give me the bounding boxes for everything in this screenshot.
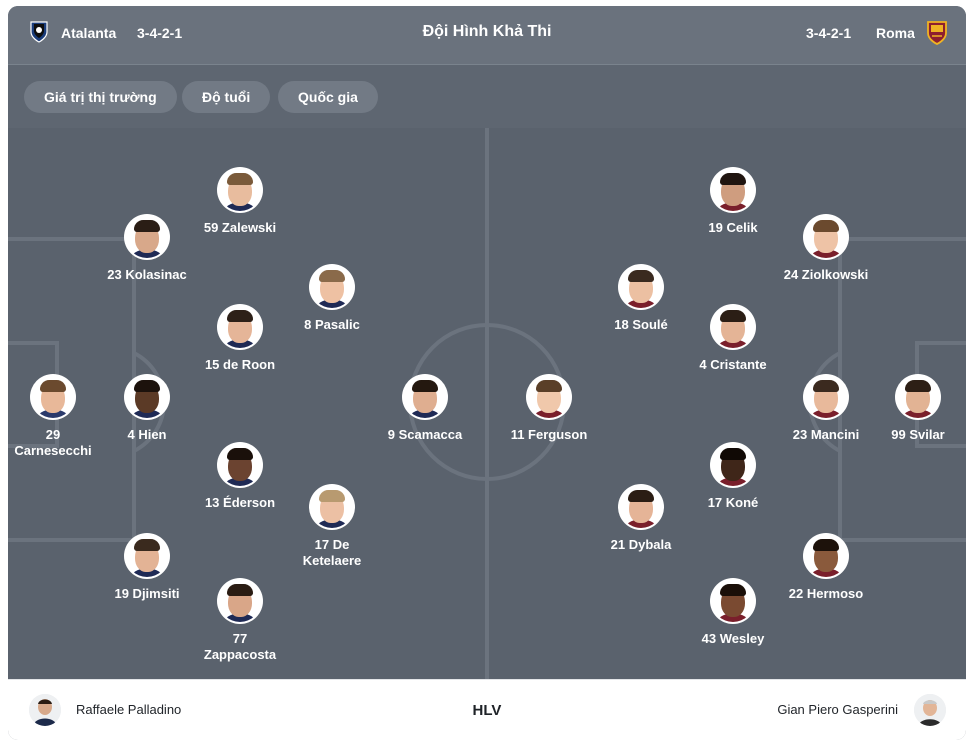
away-team-name: Roma bbox=[876, 25, 915, 41]
away-player[interactable]: 19 Celik bbox=[673, 169, 793, 236]
away-coach-avatar bbox=[914, 694, 946, 726]
player-avatar bbox=[805, 535, 847, 577]
player-name: 24 Ziolkowski bbox=[783, 267, 869, 282]
away-player[interactable]: 23 Mancini bbox=[766, 376, 886, 443]
away-player[interactable]: 21 Dybala bbox=[581, 486, 701, 553]
player-name: 4 Hien bbox=[127, 427, 167, 442]
player-name: 99 Svilar bbox=[891, 427, 945, 442]
home-player[interactable]: 8 Pasalic bbox=[272, 266, 392, 333]
home-player[interactable]: 4 Hien bbox=[87, 376, 207, 443]
player-name: 13 Éderson bbox=[204, 495, 276, 510]
roma-crest-icon bbox=[926, 20, 948, 45]
away-coach-name: Gian Piero Gasperini bbox=[777, 702, 898, 717]
away-player[interactable]: 11 Ferguson bbox=[489, 376, 609, 443]
player-avatar bbox=[126, 376, 168, 418]
player-name: 23 Kolasinac bbox=[107, 267, 187, 282]
player-name: 17 Koné bbox=[707, 495, 759, 510]
player-avatar bbox=[897, 376, 939, 418]
player-avatar bbox=[528, 376, 570, 418]
player-avatar bbox=[404, 376, 446, 418]
player-name: 19 Djimsiti bbox=[114, 586, 180, 601]
home-coach-name: Raffaele Palladino bbox=[76, 702, 182, 717]
away-player[interactable]: 4 Cristante bbox=[673, 306, 793, 373]
home-player[interactable]: 13 Éderson bbox=[180, 444, 300, 511]
player-avatar bbox=[712, 444, 754, 486]
player-name: 9 Scamacca bbox=[387, 427, 463, 442]
player-name: 19 Celik bbox=[708, 220, 758, 235]
player-avatar bbox=[620, 486, 662, 528]
away-player[interactable]: 43 Wesley bbox=[673, 580, 793, 647]
page-title: Đội Hình Khả Thi bbox=[422, 23, 552, 40]
away-player[interactable]: 18 Soulé bbox=[581, 266, 701, 333]
lineup-header: Atalanta 3-4-2-1 Đội Hình Khả Thi 3-4-2-… bbox=[8, 6, 966, 65]
player-avatar bbox=[712, 306, 754, 348]
player-avatar bbox=[805, 376, 847, 418]
away-player[interactable]: 99 Svilar bbox=[858, 376, 966, 443]
player-name: 43 Wesley bbox=[701, 631, 765, 646]
player-avatar bbox=[219, 306, 261, 348]
home-player[interactable]: 59 Zalewski bbox=[180, 169, 300, 236]
player-name: 11 Ferguson bbox=[510, 427, 588, 442]
away-player[interactable]: 24 Ziolkowski bbox=[766, 216, 886, 283]
away-formation: 3-4-2-1 bbox=[806, 25, 852, 41]
player-name: 15 de Roon bbox=[204, 357, 276, 372]
player-avatar bbox=[712, 169, 754, 211]
nationality-filter-button[interactable]: Quốc gia bbox=[278, 81, 378, 113]
filter-bar: Giá trị thị trường Độ tuổi Quốc gia bbox=[8, 65, 966, 128]
player-avatar bbox=[712, 580, 754, 622]
home-player[interactable]: 9 Scamacca bbox=[365, 376, 485, 443]
home-player[interactable]: 23 Kolasinac bbox=[87, 216, 207, 283]
player-name: 59 Zalewski bbox=[203, 220, 277, 235]
atalanta-crest-icon bbox=[28, 20, 50, 44]
home-player[interactable]: 15 de Roon bbox=[180, 306, 300, 373]
player-avatar bbox=[311, 266, 353, 308]
player-name: 21 Dybala bbox=[610, 537, 672, 552]
home-coach-avatar bbox=[29, 694, 61, 726]
coaches-bar: Raffaele Palladino HLV Gian Piero Gasper… bbox=[8, 679, 966, 740]
home-player[interactable]: 19 Djimsiti bbox=[87, 535, 207, 602]
away-player[interactable]: 17 Koné bbox=[673, 444, 793, 511]
player-avatar bbox=[126, 216, 168, 258]
player-name: 22 Hermoso bbox=[788, 586, 864, 601]
away-player[interactable]: 22 Hermoso bbox=[766, 535, 886, 602]
market-value-filter-button[interactable]: Giá trị thị trường bbox=[24, 81, 177, 113]
player-avatar bbox=[219, 580, 261, 622]
player-name: 8 Pasalic bbox=[304, 317, 360, 332]
home-team-name: Atalanta bbox=[61, 25, 117, 41]
player-avatar bbox=[32, 376, 74, 418]
player-avatar bbox=[311, 486, 353, 528]
player-avatar bbox=[219, 444, 261, 486]
player-avatar bbox=[620, 266, 662, 308]
player-avatar bbox=[219, 169, 261, 211]
player-avatar bbox=[805, 216, 847, 258]
player-name: 23 Mancini bbox=[792, 427, 860, 442]
age-filter-button[interactable]: Độ tuổi bbox=[182, 81, 271, 113]
lineup-panel: Atalanta 3-4-2-1 Đội Hình Khả Thi 3-4-2-… bbox=[8, 6, 966, 740]
player-avatar bbox=[126, 535, 168, 577]
home-formation: 3-4-2-1 bbox=[137, 25, 183, 41]
coach-label: HLV bbox=[472, 702, 502, 719]
player-name: 4 Cristante bbox=[699, 357, 767, 372]
player-name: 18 Soulé bbox=[614, 317, 668, 332]
